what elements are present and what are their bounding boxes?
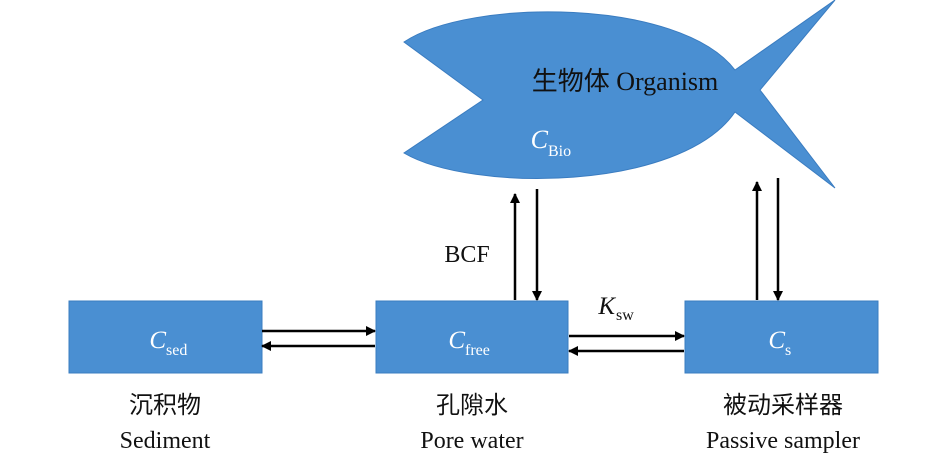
organism-label: 生物体 Organism [532,67,719,96]
sediment-concentration-sub: sed [166,342,187,359]
porewater-concentration-sub: free [465,342,490,359]
sampler-box [684,300,879,374]
organism-concentration-sub: Bio [548,143,571,160]
sampler-label-en: Passive sampler [706,428,860,454]
sampler-concentration-sub: s [785,342,791,359]
bcf-label: BCF [444,242,489,268]
sampler-concentration: C [768,327,785,354]
porewater-label-en: Pore water [420,428,523,454]
porewater-concentration: C [448,327,465,354]
sediment-box [68,300,263,374]
porewater-label-cn: 孔隙水 [436,392,508,419]
ksw-label-sub: sw [616,307,634,324]
sediment-concentration: C [149,327,166,354]
ksw-label: K [597,293,616,320]
organism-fish-shape [403,0,836,189]
sediment-label-en: Sediment [120,428,211,454]
sediment-label-cn: 沉积物 [129,392,201,419]
sampler-label-cn: 被动采样器 [723,392,843,419]
porewater-box [375,300,569,374]
organism-concentration: C [531,125,549,154]
